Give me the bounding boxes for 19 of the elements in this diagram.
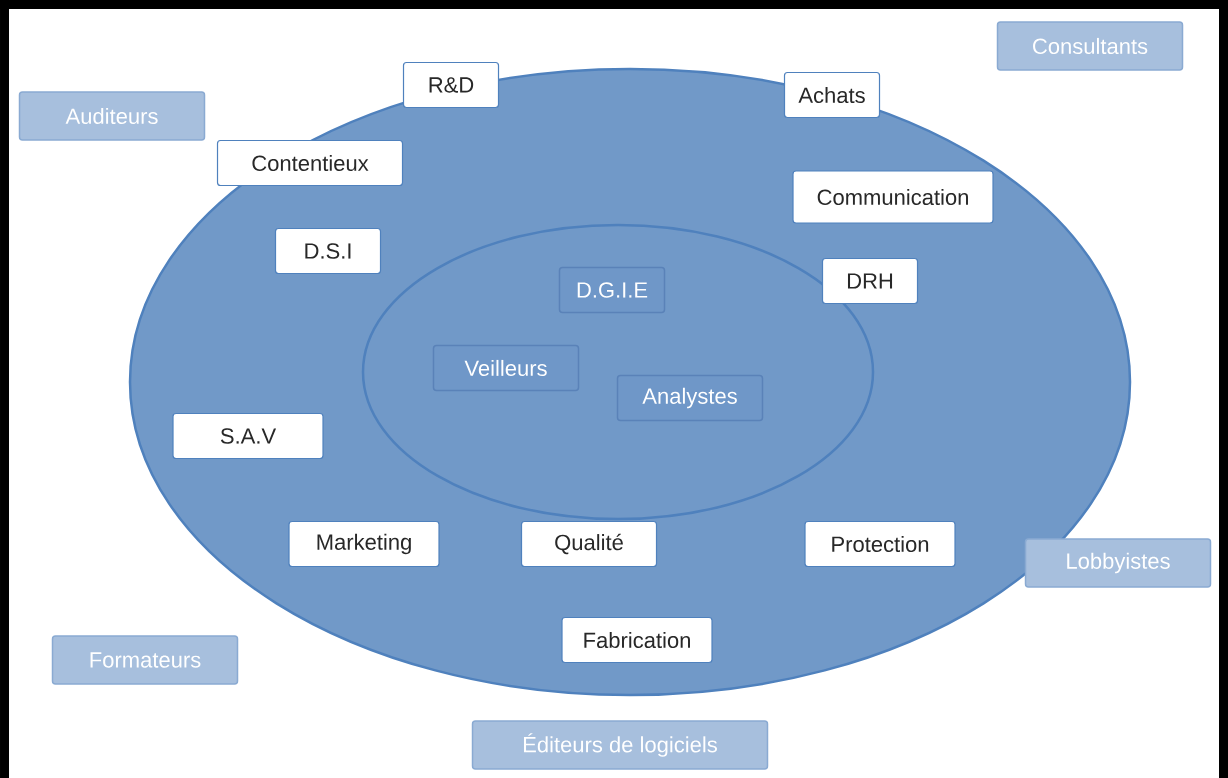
- department-box: D.S.I: [274, 227, 382, 275]
- department-box: S.A.V: [172, 412, 324, 460]
- department-box: Marketing: [288, 520, 440, 568]
- department-box: Communication: [792, 170, 994, 224]
- core-team-box: Veilleurs: [432, 344, 580, 392]
- department-box: DRH: [821, 257, 919, 305]
- label-box: Consultants: [996, 21, 1184, 71]
- department-box: Achats: [783, 71, 881, 119]
- label-box: Lobbyistes: [1024, 538, 1212, 588]
- department-box: Contentieux: [216, 139, 404, 187]
- label-box: Formateurs: [51, 635, 239, 685]
- department-box: Protection: [804, 520, 956, 568]
- department-box: R&D: [402, 61, 500, 109]
- label-box: Auditeurs: [18, 91, 206, 141]
- department-box: Qualité: [520, 520, 658, 568]
- label-box: Éditeurs de logiciels: [471, 720, 769, 770]
- core-team-box: Analystes: [616, 374, 764, 422]
- department-box: Fabrication: [561, 616, 713, 664]
- core-team-box: D.G.I.E: [558, 266, 666, 314]
